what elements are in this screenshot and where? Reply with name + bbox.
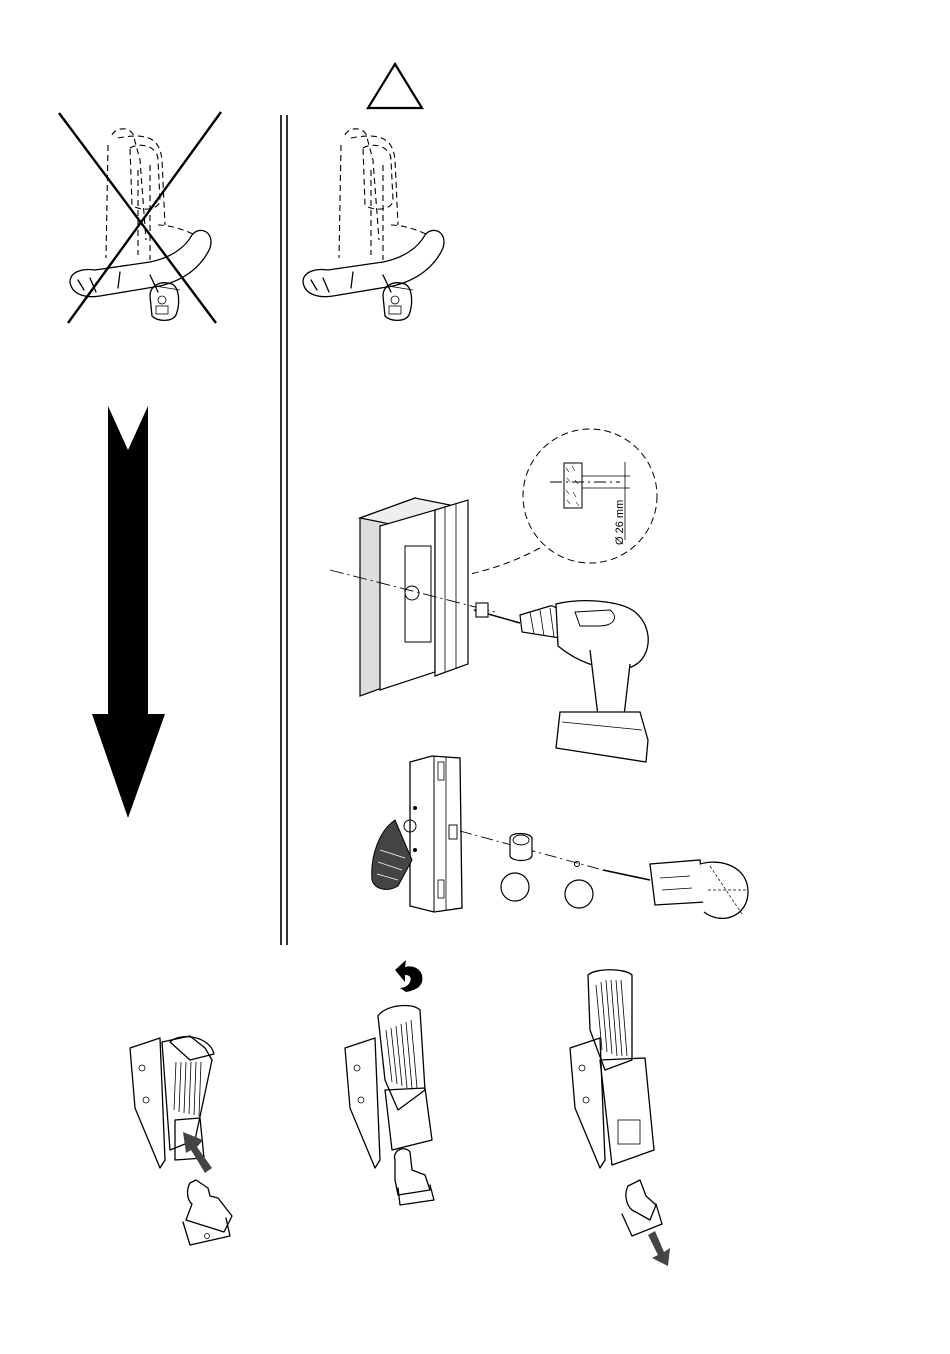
bushing-part: [510, 834, 532, 861]
hand-icon: [395, 1149, 434, 1205]
warning-triangle-icon: [368, 64, 422, 108]
lift-cover-step: [345, 960, 434, 1205]
insert-step: [130, 1036, 232, 1245]
cross-icon: [59, 112, 221, 323]
assembly-step: [372, 756, 748, 918]
part-marker-1: [501, 873, 529, 901]
divider: [281, 115, 287, 945]
drilling-step: Ø 26 mm: [330, 429, 657, 762]
drill-diameter-label: Ø 26 mm: [614, 500, 626, 545]
handle-correct: [303, 129, 444, 321]
part-marker-2: [565, 880, 593, 908]
press-arrow-icon: [183, 1132, 212, 1173]
lock-case: [372, 756, 462, 912]
screwdriver-icon: [603, 860, 748, 918]
pull-arrow-icon: [648, 1231, 670, 1266]
door-profile: [330, 498, 495, 696]
handle-incorrect: [59, 112, 221, 323]
sequence-arrow: [92, 406, 165, 818]
curved-arrow-icon: [395, 960, 422, 992]
screw-part: [575, 862, 580, 867]
hand-icon: [183, 1180, 232, 1245]
cordless-drill-icon: [474, 601, 648, 762]
pull-step: [570, 970, 670, 1266]
hand-icon: [622, 1180, 662, 1236]
